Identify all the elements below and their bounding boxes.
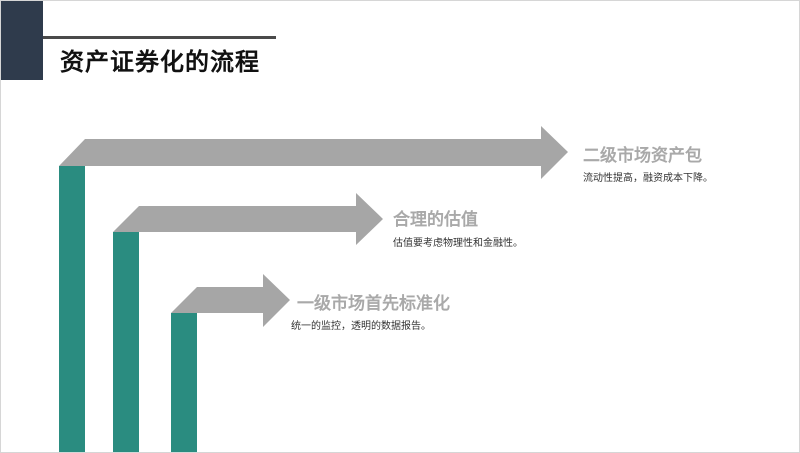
teal-bar	[171, 313, 197, 453]
arrow-step-1	[59, 126, 568, 453]
arrow-step-3	[171, 274, 290, 453]
step-description: 估值要考虑物理性和金融性。	[393, 238, 523, 249]
gray-arrow	[171, 274, 290, 327]
arrow-step-2	[113, 193, 383, 453]
page-title: 资产证券化的流程	[60, 48, 260, 76]
title-underline	[43, 36, 276, 39]
teal-bar	[59, 166, 85, 453]
step-description: 统一的监控，透明的数据报告。	[291, 321, 431, 332]
step-description: 流动性提高，融资成本下降。	[583, 173, 713, 184]
gray-arrow	[59, 126, 568, 179]
teal-bar	[113, 232, 139, 453]
gray-arrow	[113, 193, 383, 245]
step-heading: 二级市场资产包	[583, 146, 702, 166]
title-accent-block	[0, 0, 43, 80]
step-heading: 合理的估值	[393, 210, 478, 230]
step-heading: 一级市场首先标准化	[297, 294, 450, 314]
